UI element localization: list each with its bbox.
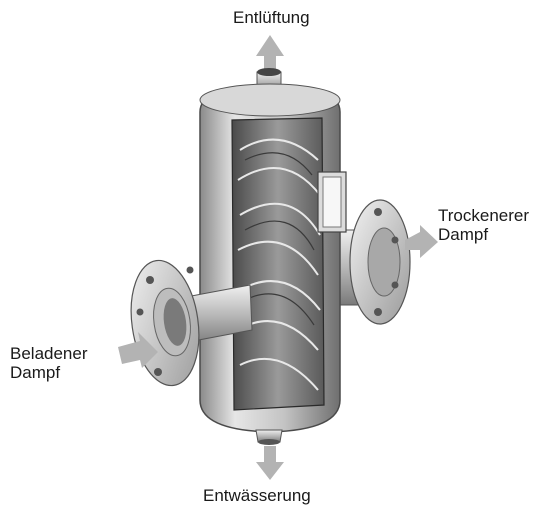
drain-arrow [256,446,284,480]
drain-nozzle [256,430,282,445]
wet-steam-label: Beladener Dampf [10,344,88,382]
separator-vessel [200,84,346,432]
drain-label: Entwässerung [203,486,311,505]
dry-steam-label: Trockenerer Dampf [438,206,529,244]
dry-steam-label-line1: Trockenerer [438,206,529,225]
vent-arrow [256,35,284,72]
dry-steam-label-line2: Dampf [438,225,529,244]
vent-label: Entlüftung [233,8,310,27]
outlet-flange [340,200,410,324]
wet-steam-label-line2: Dampf [10,363,88,382]
wet-steam-label-line1: Beladener [10,344,88,363]
